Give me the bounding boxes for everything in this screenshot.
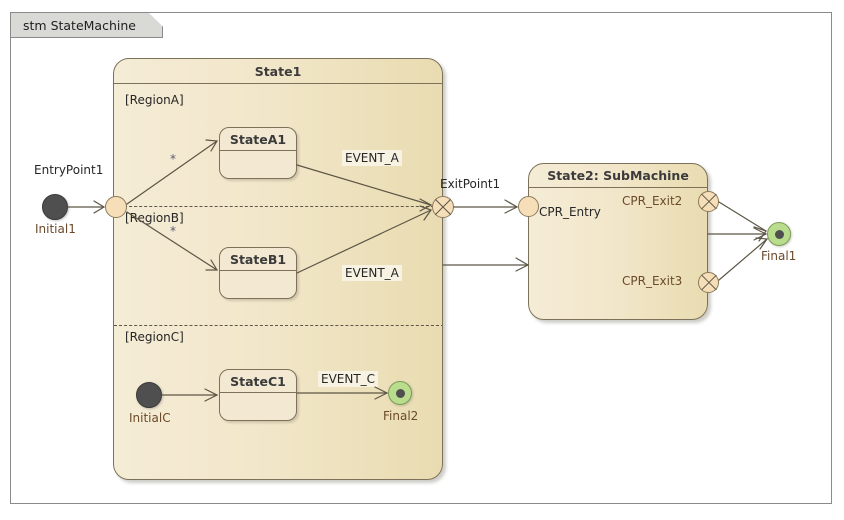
final-state-final2[interactable]	[388, 381, 412, 405]
statea1-title: StateA1	[220, 128, 296, 151]
final2-label: Final2	[383, 409, 419, 423]
region-divider-a-b	[114, 206, 442, 207]
cpr-entry-label: CPR_Entry	[539, 205, 601, 219]
final2-inner-dot	[395, 388, 405, 398]
diagram-frame-label: stm StateMachine	[11, 13, 163, 38]
exitpoint1-label: ExitPoint1	[440, 177, 501, 191]
cpr-exit2-label: CPR_Exit2	[622, 194, 683, 208]
state1-title: State1	[114, 59, 442, 84]
frame-label-text: stm StateMachine	[23, 17, 136, 33]
entrypoint1-label: EntryPoint1	[34, 163, 104, 177]
final1-inner-dot	[774, 229, 784, 239]
initialc-label: InitialC	[129, 411, 171, 425]
region-label-b: [RegionB]	[125, 211, 184, 225]
final1-label: Final1	[761, 249, 797, 263]
exit-point-cpr-exit3[interactable]	[698, 272, 719, 293]
transition-multiplicity-upper: *	[170, 152, 176, 166]
state2-title: State2: SubMachine	[529, 164, 707, 188]
submachine-state-state2[interactable]: State2: SubMachine	[528, 163, 708, 320]
stateb1-title: StateB1	[220, 248, 296, 271]
cpr-exit3-label: CPR_Exit3	[622, 274, 683, 288]
entry-point-entrypoint1[interactable]	[105, 196, 127, 218]
transition-label-event-a-upper: EVENT_A	[342, 150, 402, 166]
final-state-final1[interactable]	[767, 222, 791, 246]
transition-label-event-a-lower: EVENT_A	[342, 265, 402, 281]
initial-state-initialc[interactable]	[136, 382, 162, 408]
region-label-a: [RegionA]	[125, 93, 184, 107]
initial-state-initial1[interactable]	[42, 194, 68, 220]
initial1-label: Initial1	[35, 222, 76, 236]
exit-point-exitpoint1[interactable]	[432, 196, 454, 218]
state-statec1[interactable]: StateC1	[219, 369, 297, 421]
state-statea1[interactable]: StateA1	[219, 127, 297, 179]
region-divider-b-c	[114, 325, 442, 326]
statec1-title: StateC1	[220, 370, 296, 393]
exit-point-cpr-exit2[interactable]	[698, 191, 719, 212]
transition-multiplicity-lower: *	[170, 224, 176, 238]
region-label-c: [RegionC]	[125, 330, 184, 344]
entry-point-cpr-entry[interactable]	[518, 196, 539, 217]
state-stateb1[interactable]: StateB1	[219, 247, 297, 299]
transition-label-event-c: EVENT_C	[318, 371, 379, 387]
